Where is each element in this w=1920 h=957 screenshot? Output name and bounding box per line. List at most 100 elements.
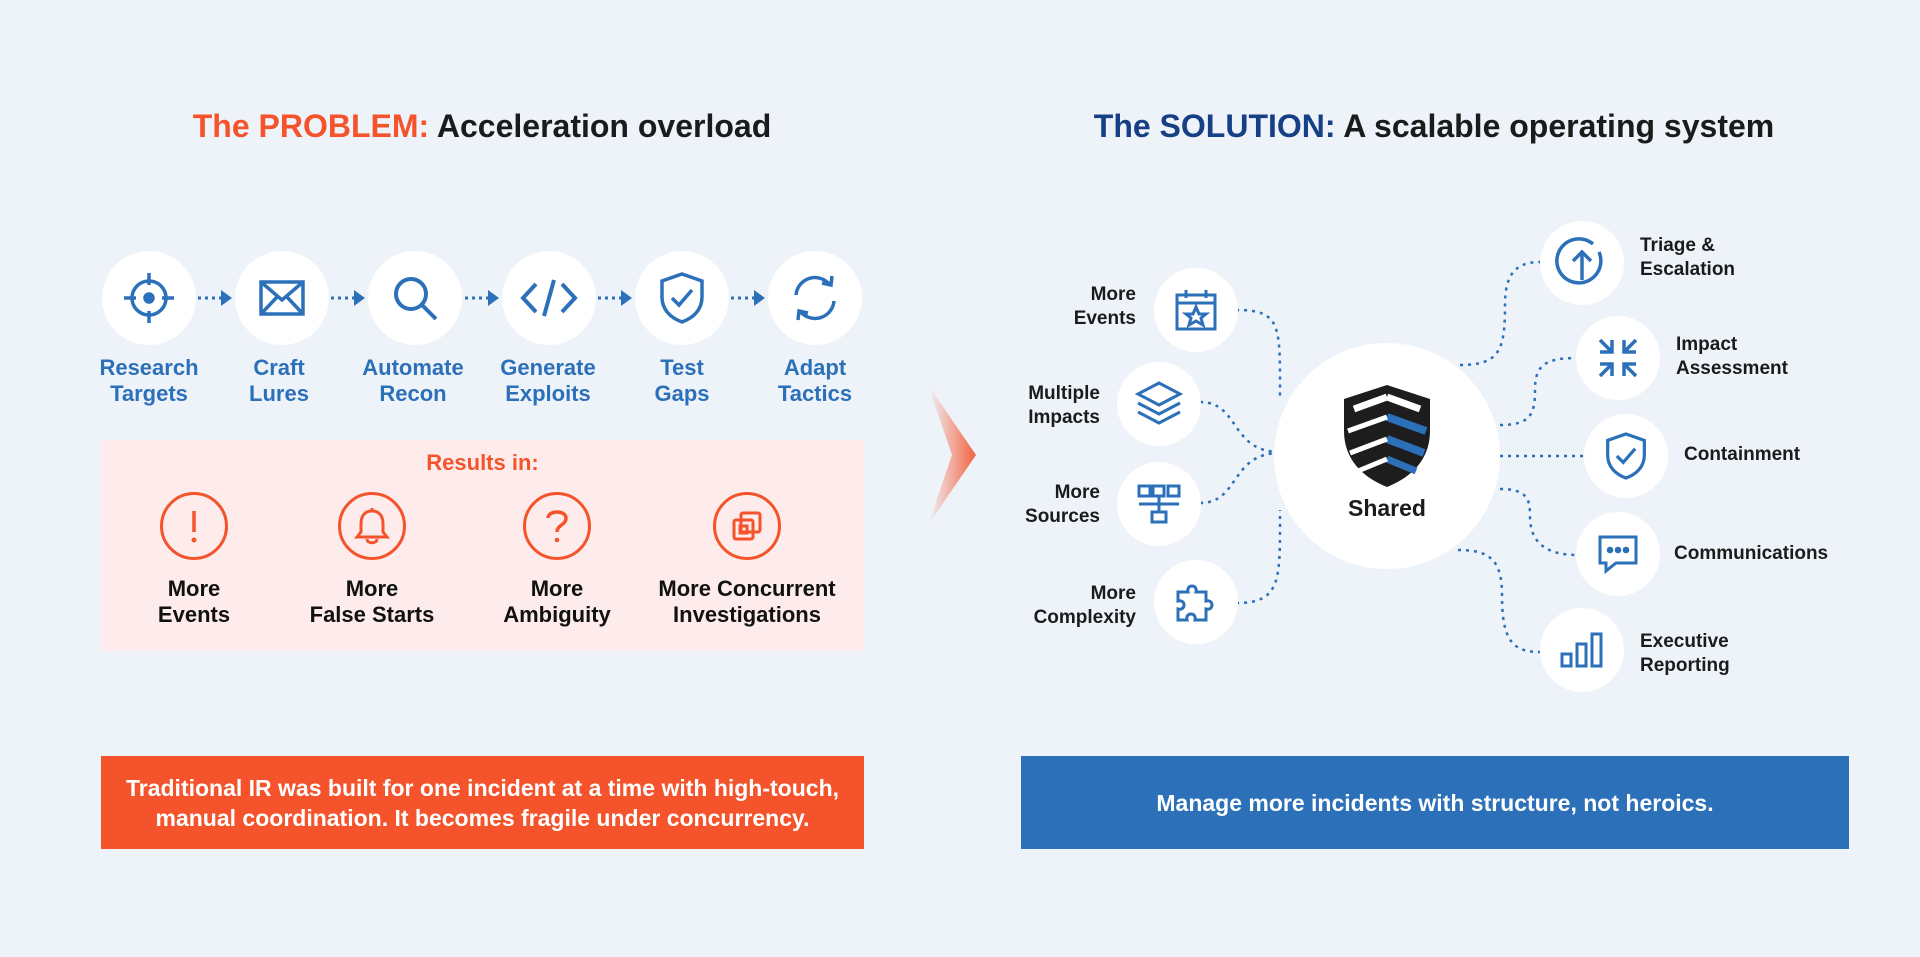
solution-title-accent: The SOLUTION:	[1093, 108, 1336, 144]
step-label-line: Craft	[253, 355, 305, 380]
layers-icon	[1134, 381, 1184, 425]
result-label-line: False Starts	[309, 602, 435, 627]
result-label-line: More Concurrent	[658, 576, 836, 601]
result-label-line: More	[345, 576, 399, 601]
input-label-line: Events	[1073, 308, 1136, 329]
chat-icon	[1598, 535, 1638, 575]
step-label-line: Gaps	[654, 381, 710, 406]
input-label-line: Multiple	[1028, 383, 1100, 404]
step-label-line: Generate	[500, 355, 596, 380]
problem-banner: Traditional IR was built for one inciden…	[101, 756, 864, 849]
output-label-line: Communications	[1674, 543, 1829, 564]
shield-check-icon	[660, 272, 704, 324]
copy-icon	[713, 492, 781, 560]
input-more-complexity	[1154, 560, 1238, 644]
shield-logo-icon	[1344, 385, 1430, 487]
input-more-events	[1154, 268, 1238, 352]
refresh-icon	[794, 275, 836, 321]
solution-banner: Manage more incidents with structure, no…	[1021, 756, 1849, 849]
step-label-line: Targets	[110, 381, 188, 406]
output-communications	[1576, 512, 1660, 596]
shield-check-icon	[1606, 432, 1646, 480]
problem-banner-line: manual coordination. It becomes fragile …	[155, 804, 810, 831]
output-label-line: Impact	[1676, 334, 1738, 355]
step-test-gaps	[635, 251, 729, 345]
step-label-line: Recon	[379, 381, 447, 406]
crosshair-icon	[124, 273, 174, 323]
input-multiple-impacts	[1117, 362, 1201, 446]
search-icon	[394, 277, 438, 321]
output-label-line: Reporting	[1640, 655, 1730, 676]
output-label-line: Escalation	[1640, 259, 1736, 280]
output-label-line: Assessment	[1676, 358, 1788, 379]
bar-chart-icon	[1560, 632, 1603, 668]
solution-title-rest: A scalable operating system	[1335, 108, 1775, 144]
input-label-line: Complexity	[1033, 607, 1136, 628]
result-label-line: More	[167, 576, 221, 601]
hub-label: Shared	[1348, 495, 1426, 521]
step-label-line: Research	[99, 355, 199, 380]
step-label-line: Tactics	[777, 381, 853, 406]
arrow-connector	[731, 290, 765, 306]
step-label-line: Lures	[249, 381, 309, 406]
input-label-line: Sources	[1025, 506, 1100, 527]
output-label: Communications	[1674, 542, 1884, 566]
input-label-line: Impacts	[1028, 407, 1100, 428]
step-research-targets	[102, 251, 196, 345]
problem-title: The PROBLEM: Acceleration overload	[82, 108, 882, 145]
arrow-connector	[198, 290, 232, 306]
hub-connectors	[1200, 260, 1584, 654]
step-craft-lures	[235, 251, 329, 345]
question-icon	[523, 492, 591, 560]
problem-title-rest: Acceleration overload	[429, 108, 772, 144]
input-label-line: More	[1090, 284, 1136, 305]
solution-banner-text: Manage more incidents with structure, no…	[1156, 789, 1714, 816]
bell-icon	[338, 492, 406, 560]
step-label-line: Adapt	[783, 355, 847, 380]
exclamation-icon	[160, 492, 228, 560]
result-label-line: Investigations	[673, 602, 821, 627]
transition-arrow	[928, 385, 976, 525]
problem-title-accent: The PROBLEM:	[192, 108, 430, 144]
compress-icon	[1598, 338, 1638, 378]
puzzle-icon	[1176, 584, 1214, 622]
step-label-line: Automate	[362, 355, 464, 380]
result-label-line: More	[530, 576, 584, 601]
result-label-line: Ambiguity	[503, 602, 611, 627]
output-label-line: Containment	[1684, 444, 1801, 465]
output-label-line: Triage &	[1640, 235, 1715, 256]
output-label: Containment	[1684, 443, 1884, 467]
output-containment	[1584, 414, 1668, 498]
output-label-line: Executive	[1640, 631, 1729, 652]
input-more-sources	[1117, 462, 1201, 546]
step-label-line: Exploits	[505, 381, 591, 406]
code-icon	[520, 279, 578, 317]
step-label-line: Test	[660, 355, 704, 380]
step-generate-exploits	[502, 251, 596, 345]
calendar-star-icon	[1175, 290, 1217, 331]
result-label-line: Events	[157, 602, 231, 627]
arrow-connector	[598, 290, 632, 306]
envelope-icon	[259, 280, 305, 316]
input-label-line: More	[1090, 583, 1136, 604]
input-label-line: More	[1054, 482, 1100, 503]
solution-title: The SOLUTION: A scalable operating syste…	[1034, 108, 1834, 145]
hierarchy-icon	[1137, 484, 1181, 524]
